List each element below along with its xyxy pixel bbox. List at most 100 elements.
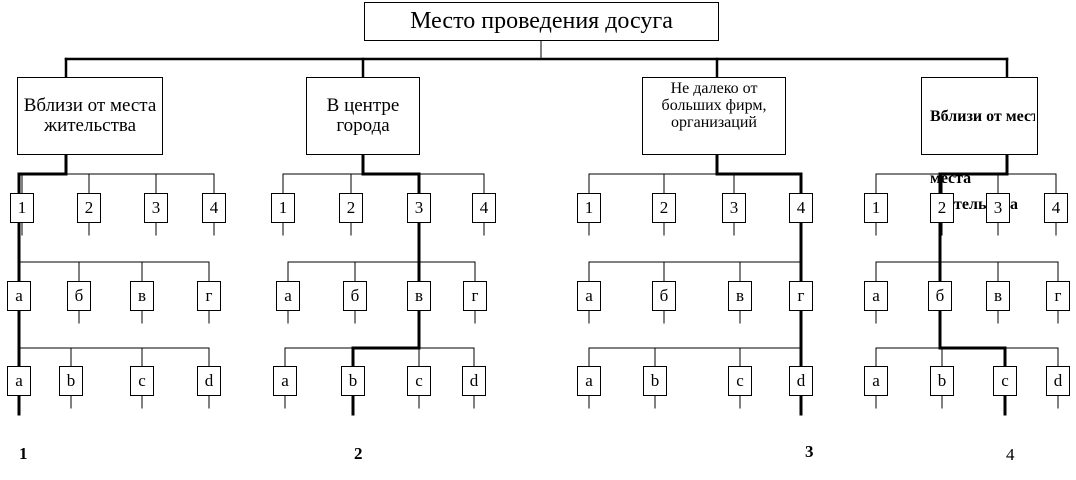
- node-4-level-2-1: а: [864, 281, 888, 311]
- node-label: d: [796, 371, 806, 390]
- node-label: b: [650, 371, 660, 390]
- node-1-level-2-4: г: [197, 281, 221, 311]
- node-label: б: [935, 286, 945, 305]
- category-box-4: Вблизи от места жительства: [921, 77, 1038, 155]
- node-3-level-3-4: d: [789, 366, 813, 396]
- node-label: 4: [796, 198, 806, 217]
- node-1-level-1-1: 1: [10, 193, 34, 223]
- node-2-level-3-3: с: [407, 366, 431, 396]
- node-label: 3: [729, 198, 739, 217]
- node-label: в: [993, 286, 1003, 305]
- node-2-level-1-2: 2: [339, 193, 363, 223]
- node-label: а: [15, 286, 23, 305]
- node-label: с: [736, 371, 744, 390]
- category-label-1: Вблизи от места жительства: [23, 95, 157, 136]
- node-label: 4: [1051, 198, 1061, 217]
- node-1-level-2-3: в: [130, 281, 154, 311]
- node-4-level-2-2: б: [928, 281, 952, 311]
- category-label-4: Вблизи от места жительства: [930, 108, 1035, 125]
- node-label: б: [74, 286, 84, 305]
- node-label: 1: [584, 198, 594, 217]
- category-box-3: Не далеко от больших фирм, организаций: [642, 77, 786, 155]
- node-label: в: [414, 286, 424, 305]
- node-label: г: [797, 286, 805, 305]
- node-label: б: [659, 286, 669, 305]
- node-2-level-2-1: а: [276, 281, 300, 311]
- node-2-level-3-2: b: [341, 366, 365, 396]
- node-3-level-2-3: в: [728, 281, 752, 311]
- node-4-level-3-3: с: [993, 366, 1017, 396]
- node-4-level-2-3: в: [986, 281, 1010, 311]
- node-3-level-3-2: b: [643, 366, 667, 396]
- node-4-level-2-4: г: [1046, 281, 1070, 311]
- node-label: 1: [17, 198, 27, 217]
- node-3-level-3-1: а: [577, 366, 601, 396]
- path-4-top: [938, 155, 1009, 193]
- node-label: 3: [993, 198, 1003, 217]
- node-3-level-1-4: 4: [789, 193, 813, 223]
- node-label: 1: [278, 198, 288, 217]
- category-4-overflow-line-1: мecта: [930, 170, 972, 187]
- node-label: а: [284, 286, 292, 305]
- category-box-1: Вблизи от места жительства: [17, 77, 163, 155]
- node-label: г: [205, 286, 213, 305]
- node-label: г: [1054, 286, 1062, 305]
- node-3-level-1-2: 2: [652, 193, 676, 223]
- category-label-2: В центре города: [326, 95, 400, 136]
- node-label: 4: [479, 198, 489, 217]
- node-label: 2: [346, 198, 356, 217]
- node-4-level-1-4: 4: [1044, 193, 1068, 223]
- node-label: 3: [151, 198, 161, 217]
- node-3-level-2-4: г: [789, 281, 813, 311]
- group-number-3: 3: [805, 442, 814, 461]
- category-box-2: В центре города: [306, 77, 420, 155]
- node-1-level-3-4: d: [197, 366, 221, 396]
- node-label: с: [415, 371, 423, 390]
- title-box: Место проведения досуга: [364, 2, 719, 41]
- node-label: г: [471, 286, 479, 305]
- node-2-level-2-2: б: [343, 281, 367, 311]
- node-label: 2: [84, 198, 94, 217]
- node-2-level-2-4: г: [463, 281, 487, 311]
- node-2-level-1-1: 1: [271, 193, 295, 223]
- node-label: а: [585, 371, 593, 390]
- node-label: а: [15, 371, 23, 390]
- node-label: b: [348, 371, 358, 390]
- node-label: с: [138, 371, 146, 390]
- node-1-level-1-4: 4: [202, 193, 226, 223]
- node-2-level-2-3: в: [407, 281, 431, 311]
- path-4-low: [938, 311, 1007, 366]
- node-1-level-3-1: а: [7, 366, 31, 396]
- node-1-level-1-2: 2: [77, 193, 101, 223]
- node-3-level-3-3: с: [728, 366, 752, 396]
- node-2-level-1-4: 4: [472, 193, 496, 223]
- node-label: в: [735, 286, 745, 305]
- path-1-top: [17, 155, 68, 193]
- node-label: d: [469, 371, 479, 390]
- node-1-level-3-3: с: [130, 366, 154, 396]
- node-3-level-1-3: 3: [722, 193, 746, 223]
- node-4-level-1-3: 3: [986, 193, 1010, 223]
- node-3-level-2-1: а: [577, 281, 601, 311]
- node-label: d: [1053, 371, 1063, 390]
- node-1-level-3-2: b: [59, 366, 83, 396]
- node-1-level-2-1: а: [7, 281, 31, 311]
- path-3-top: [715, 155, 803, 193]
- group-number-2: 2: [354, 444, 363, 463]
- group-number-1: 1: [19, 444, 28, 463]
- path-2-top: [361, 155, 421, 193]
- node-label: 3: [414, 198, 424, 217]
- node-label: 2: [659, 198, 669, 217]
- path-2-low: [351, 311, 421, 366]
- node-4-level-3-1: а: [864, 366, 888, 396]
- node-label: b: [937, 371, 947, 390]
- node-label: 2: [937, 198, 947, 217]
- node-1-level-2-2: б: [67, 281, 91, 311]
- node-4-level-1-2: 2: [930, 193, 954, 223]
- category-label-3: Не далеко от больших фирм, организаций: [661, 80, 767, 131]
- node-label: а: [585, 286, 593, 305]
- node-label: 1: [871, 198, 881, 217]
- node-label: b: [66, 371, 76, 390]
